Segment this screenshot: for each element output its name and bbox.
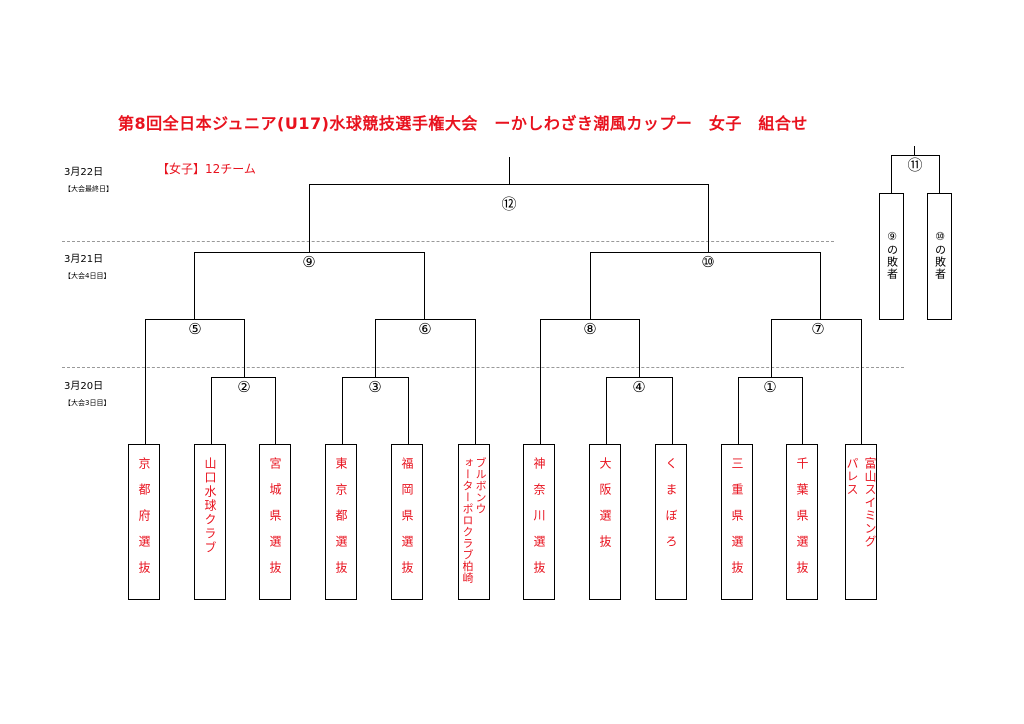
bracket-line bbox=[244, 319, 245, 377]
team-name: 神奈川選抜 bbox=[532, 457, 546, 587]
bracket-line bbox=[738, 377, 803, 378]
bracket-line bbox=[375, 319, 376, 377]
team-name: 山口水球クラブ bbox=[203, 457, 217, 555]
day-date-day4: 3月21日 bbox=[64, 254, 104, 265]
bracket-line bbox=[194, 252, 425, 253]
bracket-line bbox=[914, 146, 915, 156]
bracket-line bbox=[424, 252, 425, 319]
consolation-label: ⑨の敗者 bbox=[885, 230, 899, 280]
team-box: 富山スイミング パレス bbox=[845, 444, 877, 600]
team-name: 富山スイミング パレス bbox=[845, 457, 877, 548]
team-box: 京都府選抜 bbox=[128, 444, 160, 600]
team-box: ブルボンウ ォーターポロクラブ柏崎 bbox=[458, 444, 490, 600]
team-box: 大阪選抜 bbox=[589, 444, 621, 600]
team-name: 大阪選抜 bbox=[598, 457, 612, 561]
consolation-box: ⑩の敗者 bbox=[927, 193, 952, 320]
bracket-line bbox=[891, 155, 892, 194]
team-name: 千葉県選抜 bbox=[795, 457, 809, 587]
bracket-line bbox=[606, 377, 607, 445]
team-box: 山口水球クラブ bbox=[194, 444, 226, 600]
bracket-line bbox=[375, 319, 476, 320]
match-label-9: ⑨ bbox=[297, 253, 321, 271]
team-box: 福岡県選抜 bbox=[391, 444, 423, 600]
match-label-6: ⑥ bbox=[413, 320, 437, 338]
day-note-day3: 【大会3日目】 bbox=[64, 399, 111, 407]
bracket-line bbox=[820, 252, 821, 319]
team-name: 東京都選抜 bbox=[334, 457, 348, 587]
match-label-4: ④ bbox=[627, 378, 651, 396]
bracket-line bbox=[408, 377, 409, 445]
team-box: 宮城県選抜 bbox=[259, 444, 291, 600]
bracket-line bbox=[275, 377, 276, 445]
bracket-line bbox=[211, 377, 276, 378]
bracket-line bbox=[475, 319, 476, 445]
match-label-11: ⑪ bbox=[903, 156, 927, 174]
page-title: 第8回全日本ジュニア(U17)水球競技選手権大会 ーかしわざき潮風カップー 女子… bbox=[118, 114, 808, 133]
day-note-day4: 【大会4日目】 bbox=[64, 272, 111, 280]
consolation-label: ⑩の敗者 bbox=[933, 230, 947, 280]
bracket-line bbox=[540, 319, 541, 445]
bracket-line bbox=[145, 319, 245, 320]
day-note-final: 【大会最終日】 bbox=[64, 185, 113, 193]
match-label-3: ③ bbox=[363, 378, 387, 396]
match-label-10: ⑩ bbox=[696, 253, 720, 271]
team-box: くまぼろ bbox=[655, 444, 687, 600]
match-label-12: ⑫ bbox=[497, 195, 521, 213]
bracket-line bbox=[771, 319, 772, 377]
bracket-line bbox=[309, 184, 709, 185]
match-label-1: ① bbox=[758, 378, 782, 396]
match-label-2: ② bbox=[232, 378, 256, 396]
bracket-line bbox=[590, 252, 591, 319]
bracket-line bbox=[708, 184, 709, 253]
bracket-line bbox=[145, 319, 146, 445]
team-box: 千葉県選抜 bbox=[786, 444, 818, 600]
team-name: 三重県選抜 bbox=[730, 457, 744, 587]
bracket-line bbox=[509, 157, 510, 185]
day-date-day3: 3月20日 bbox=[64, 381, 104, 392]
bracket-line bbox=[802, 377, 803, 445]
bracket-line bbox=[309, 184, 310, 253]
bracket-subtitle: 【女子】12チーム bbox=[157, 162, 256, 176]
bracket-line bbox=[342, 377, 343, 445]
team-box: 神奈川選抜 bbox=[523, 444, 555, 600]
bracket-line bbox=[606, 377, 673, 378]
consolation-box: ⑨の敗者 bbox=[879, 193, 904, 320]
bracket-line bbox=[861, 319, 862, 445]
team-name: くまぼろ bbox=[664, 457, 678, 561]
team-box: 東京都選抜 bbox=[325, 444, 357, 600]
bracket-line bbox=[211, 377, 212, 445]
bracket-line bbox=[194, 252, 195, 319]
team-name: ブルボンウ ォーターポロクラブ柏崎 bbox=[461, 457, 487, 584]
bracket-line bbox=[590, 252, 821, 253]
bracket-line bbox=[639, 319, 640, 377]
bracket-line bbox=[738, 377, 739, 445]
match-label-5: ⑤ bbox=[183, 320, 207, 338]
team-name: 京都府選抜 bbox=[137, 457, 151, 587]
bracket-line bbox=[672, 377, 673, 445]
bracket-line bbox=[342, 377, 409, 378]
team-name: 福岡県選抜 bbox=[400, 457, 414, 587]
bracket-line bbox=[540, 319, 640, 320]
bracket-line bbox=[891, 155, 940, 156]
match-label-7: ⑦ bbox=[806, 320, 830, 338]
team-box: 三重県選抜 bbox=[721, 444, 753, 600]
bracket-line bbox=[939, 155, 940, 194]
match-label-8: ⑧ bbox=[578, 320, 602, 338]
bracket-line bbox=[771, 319, 862, 320]
day-date-final: 3月22日 bbox=[64, 167, 104, 178]
team-name: 宮城県選抜 bbox=[268, 457, 282, 587]
day-divider bbox=[62, 241, 834, 242]
day-divider bbox=[62, 367, 904, 368]
